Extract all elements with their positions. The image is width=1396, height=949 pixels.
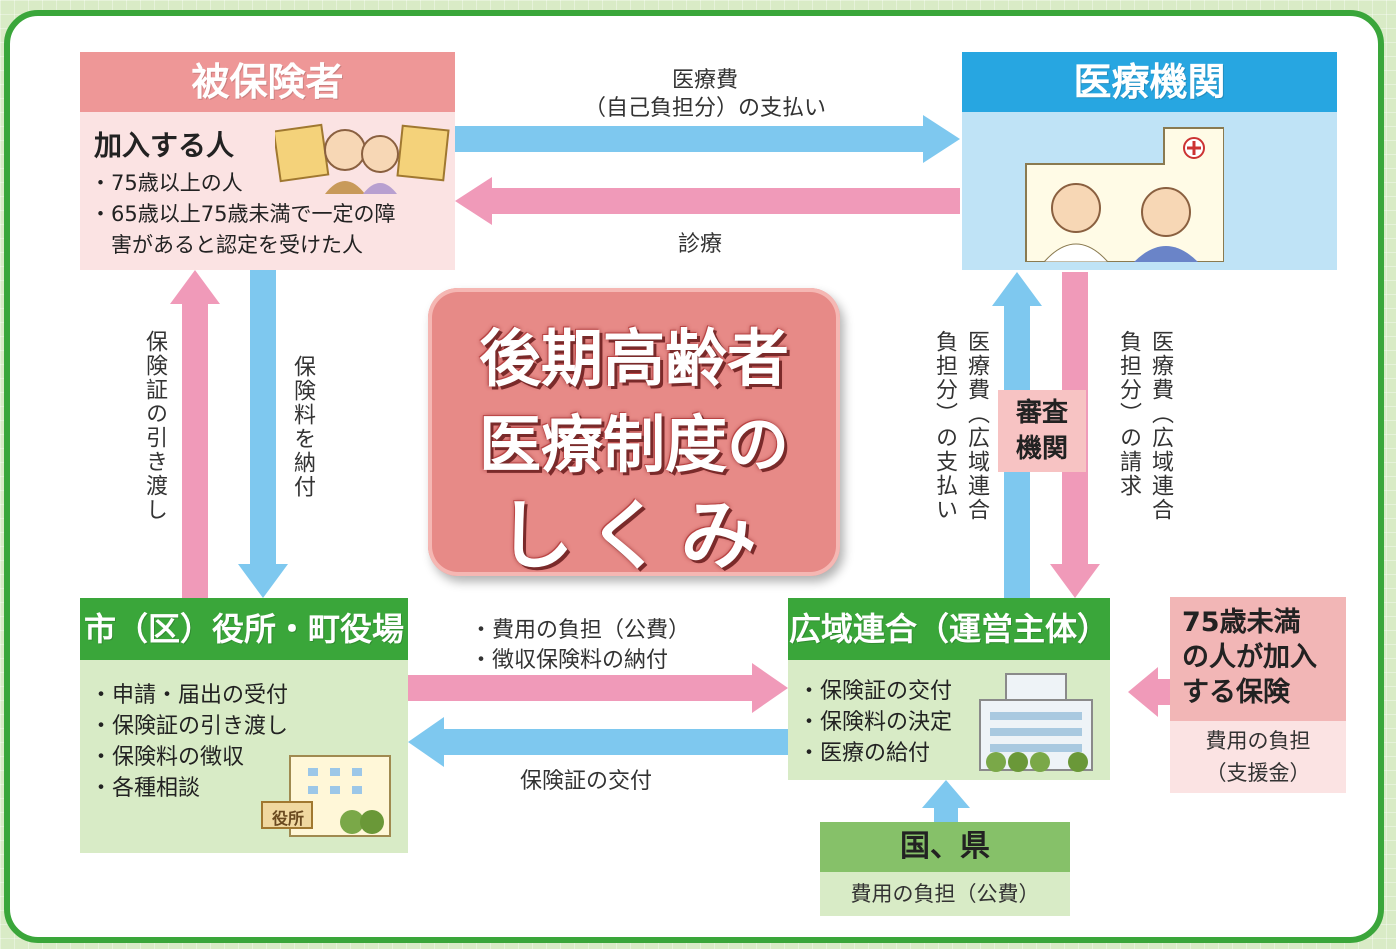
insured-item: 害があると認定を受けた人 bbox=[90, 233, 363, 257]
insured-item: ・75歳以上の人 bbox=[90, 171, 243, 195]
label-card-issue: 保険証の交付 bbox=[520, 769, 653, 794]
arrow-treatment bbox=[455, 177, 960, 225]
office-building-illustration bbox=[979, 673, 1093, 772]
national-header: 国、県 bbox=[820, 822, 1070, 872]
under75-body-line: （支援金） bbox=[1205, 761, 1311, 785]
under75-header: 75歳未満 の人が加入 する保険 bbox=[1170, 597, 1346, 721]
union-header: 広域連合（運営主体） bbox=[788, 598, 1110, 660]
label-medical-payment: 医療費（広域連合負担分）の支払い bbox=[932, 330, 989, 522]
label-medical-cost: 医療費 bbox=[671, 68, 738, 93]
label-self-pay: （自己負担分）の支払い bbox=[583, 96, 826, 121]
arrow-card-to-city bbox=[408, 717, 788, 767]
city-hall-sign: 役所 bbox=[271, 809, 304, 828]
arrow-premium-to-city bbox=[238, 270, 288, 598]
review-line: 機関 bbox=[1015, 434, 1068, 464]
arrow-national-to-union bbox=[922, 780, 970, 822]
center-title-panel: 後期高齢者 医療制度の しくみ bbox=[428, 288, 840, 580]
city-item: ・各種相談 bbox=[90, 776, 201, 801]
city-hall-illustration bbox=[261, 755, 391, 837]
center-title-line: 後期高齢者 bbox=[478, 322, 789, 395]
medical-header: 医療機関 bbox=[962, 52, 1337, 112]
medical-title: 医療機関 bbox=[1073, 60, 1226, 104]
center-title-line: 医療制度の bbox=[478, 408, 789, 481]
medical-body bbox=[962, 112, 1337, 270]
union-item: ・保険料の決定 bbox=[798, 710, 953, 735]
label-premium-payment: 保険料を納付 bbox=[290, 355, 315, 499]
elderly-couple-illustration bbox=[275, 123, 450, 194]
review-line: 審査 bbox=[1015, 398, 1068, 428]
union-item: ・保険証の交付 bbox=[798, 679, 953, 704]
city-item: ・保険証の引き渡し bbox=[90, 714, 289, 739]
label-medical-claim: 医療費（広域連合負担分）の請求 bbox=[1116, 330, 1173, 522]
under75-body: 費用の負担 （支援金） bbox=[1170, 721, 1346, 793]
insured-item: ・65歳以上75歳未満で一定の障 bbox=[90, 202, 396, 226]
union-title: 広域連合（運営主体） bbox=[788, 610, 1109, 648]
center-title-line: しくみ bbox=[497, 491, 771, 580]
city-title: 市（区）役所・町役場 bbox=[83, 610, 404, 648]
national-body: 費用の負担（公費） bbox=[820, 872, 1070, 916]
label-treatment: 診療 bbox=[677, 232, 722, 257]
city-item: ・保険料の徴収 bbox=[90, 745, 245, 770]
city-header: 市（区）役所・町役場 bbox=[80, 598, 408, 660]
under75-title-line: の人が加入 bbox=[1182, 642, 1317, 673]
national-title: 国、県 bbox=[900, 829, 990, 864]
label-premium-transfer: ・徴収保険料の納付 bbox=[470, 648, 669, 673]
under75-body-line: 費用の負担 bbox=[1205, 729, 1311, 753]
union-body: ・保険証の交付 ・保険料の決定 ・医療の給付 bbox=[788, 660, 1110, 780]
union-item: ・医療の給付 bbox=[798, 741, 931, 766]
city-item: ・申請・届出の受付 bbox=[90, 683, 289, 708]
under75-title-line: する保険 bbox=[1182, 677, 1290, 708]
label-card-delivery: 保険証の引き渡し bbox=[142, 330, 167, 522]
under75-title-line: 75歳未満 bbox=[1182, 607, 1301, 638]
arrow-support-to-union bbox=[1128, 667, 1170, 717]
insured-title: 被保険者 bbox=[191, 60, 344, 104]
insured-header: 被保険者 bbox=[80, 52, 455, 112]
arrow-pay-medical bbox=[455, 115, 960, 163]
insured-body: 加入する人 ・75歳以上の人 ・65歳以上75歳未満で一定の障 害があると認定を… bbox=[80, 112, 455, 270]
arrow-card-to-insured bbox=[170, 270, 220, 598]
label-public-cost: ・費用の負担（公費） bbox=[470, 618, 691, 643]
insured-subtitle: 加入する人 bbox=[94, 129, 235, 162]
hospital-illustration bbox=[1025, 127, 1224, 262]
arrow-costs-to-union bbox=[408, 663, 788, 713]
review-agency-box: 審査 機関 bbox=[998, 390, 1086, 472]
city-body: ・申請・届出の受付 ・保険証の引き渡し ・保険料の徴収 ・各種相談 役所 bbox=[80, 660, 408, 853]
